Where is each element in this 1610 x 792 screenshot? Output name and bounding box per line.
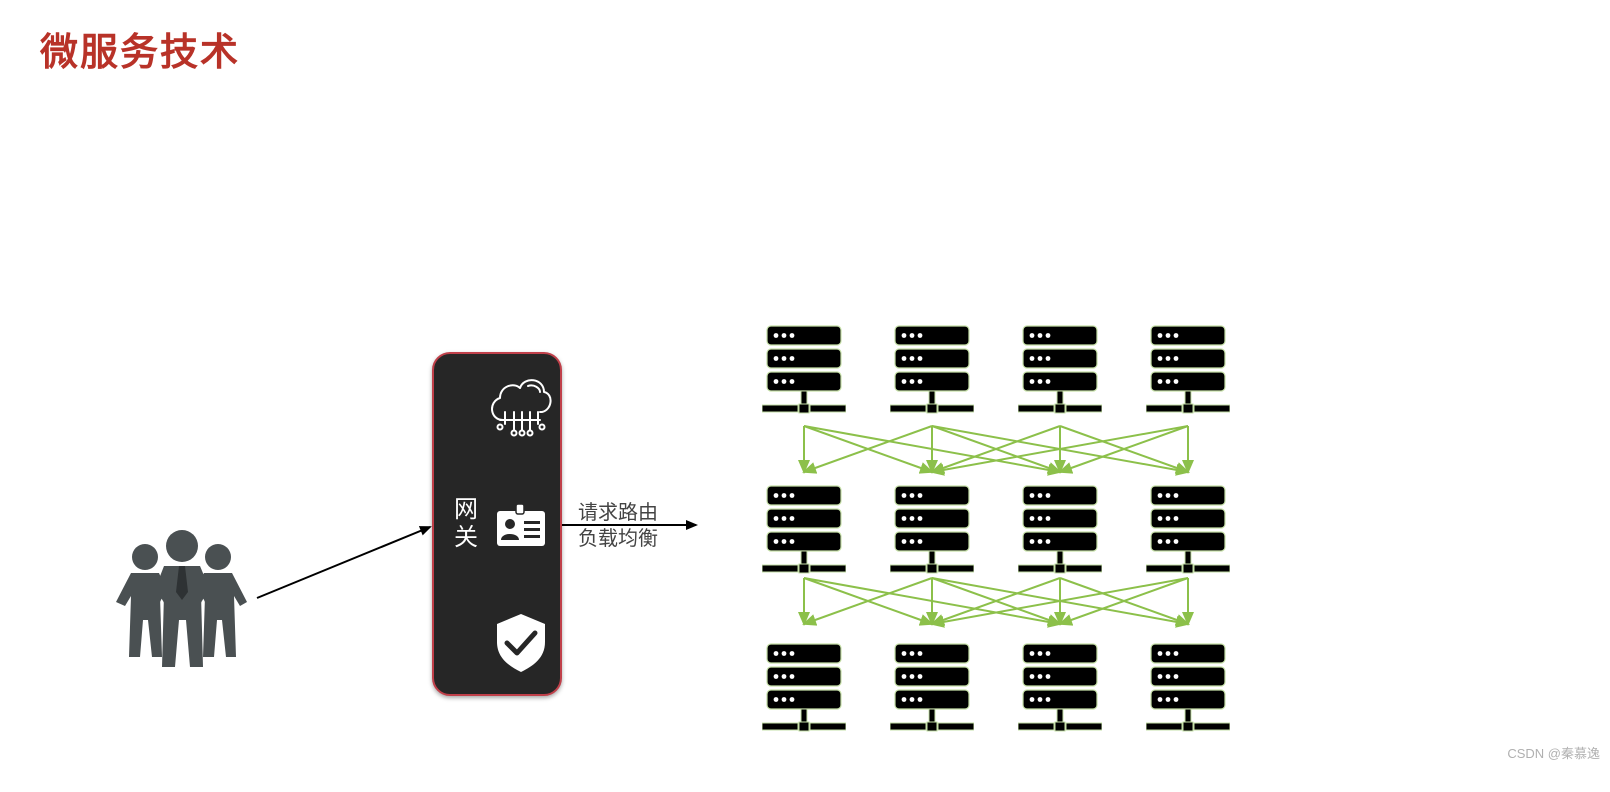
- server-grid: [762, 325, 1230, 732]
- server-icon: [1018, 485, 1102, 574]
- server-icon: [1146, 643, 1230, 732]
- server-icon: [1018, 643, 1102, 732]
- server-connections: [798, 425, 1194, 628]
- watermark: CSDN @秦慕逸: [1507, 746, 1600, 761]
- request-routing-label: 请求路由: [578, 500, 658, 524]
- server-icon: [1146, 325, 1230, 414]
- load-balancing-label: 负载均衡: [578, 526, 658, 550]
- gateway-label: 网关: [454, 495, 478, 551]
- server-icon: [1146, 485, 1230, 574]
- server-icon: [890, 325, 974, 414]
- server-icon: [1018, 325, 1102, 414]
- server-icon: [762, 325, 846, 414]
- server-icon: [890, 485, 974, 574]
- page-title: 微服务技术: [40, 30, 241, 74]
- server-icon: [890, 643, 974, 732]
- server-icon: [762, 643, 846, 732]
- user-to-gateway-arrow: [256, 526, 432, 599]
- gateway-box: [432, 352, 562, 696]
- server-icon: [762, 485, 846, 574]
- people-group-icon: [116, 530, 247, 667]
